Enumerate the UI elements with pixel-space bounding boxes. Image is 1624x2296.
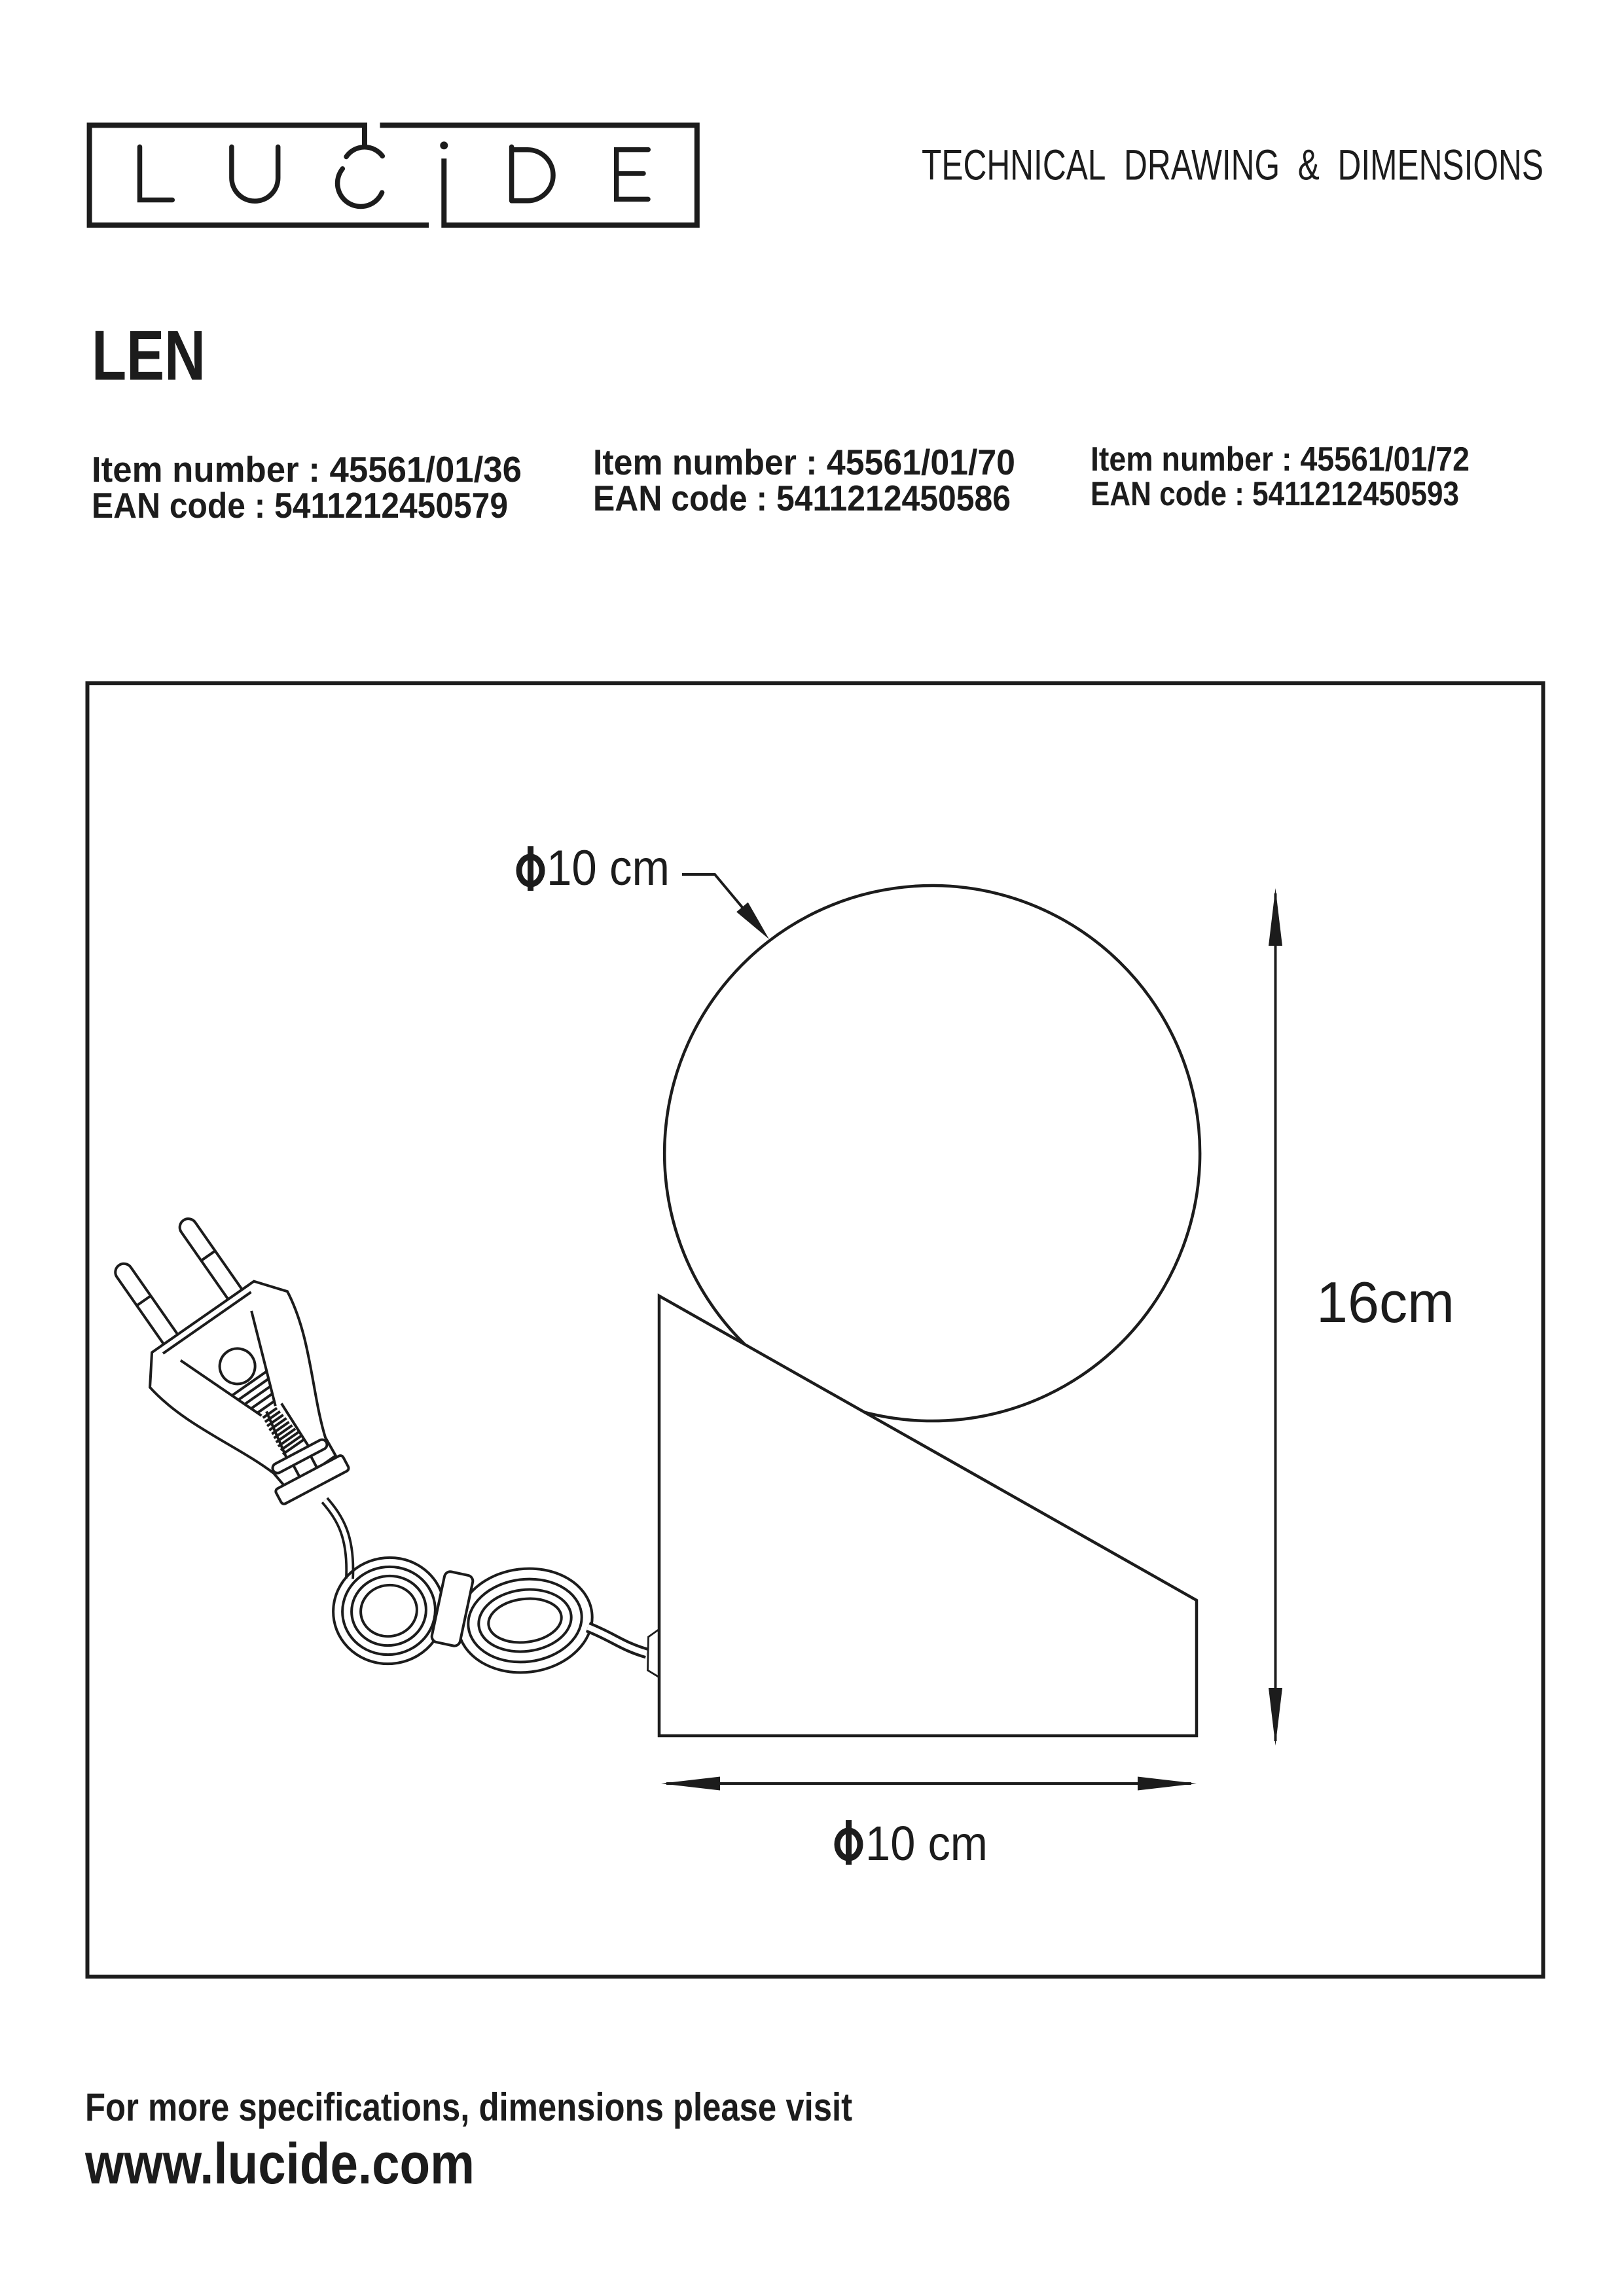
svg-text:Item number : 45561/01/70: Item number : 45561/01/70 [593, 442, 1015, 482]
svg-text:16cm: 16cm [1316, 1270, 1454, 1335]
svg-text:LEN: LEN [92, 315, 206, 395]
svg-text:For more specifications, dimen: For more specifications, dimensions plea… [85, 2085, 852, 2129]
svg-text:Item number : 45561/01/36: Item number : 45561/01/36 [92, 449, 522, 490]
svg-text:Item number : 45561/01/72: Item number : 45561/01/72 [1091, 440, 1470, 478]
svg-text:www.lucide.com: www.lucide.com [84, 2131, 475, 2196]
svg-text:EAN code : 5411212450579: EAN code : 5411212450579 [92, 485, 508, 526]
svg-text:EAN code : 5411212450593: EAN code : 5411212450593 [1091, 475, 1459, 513]
svg-text:EAN code : 5411212450586: EAN code : 5411212450586 [593, 478, 1011, 518]
svg-text:10 cm: 10 cm [865, 1816, 988, 1871]
svg-text:TECHNICAL DRAWING & DIMENSI: TECHNICAL DRAWING & DIMENSIONS [922, 141, 1543, 189]
svg-text:10 cm: 10 cm [547, 840, 670, 896]
